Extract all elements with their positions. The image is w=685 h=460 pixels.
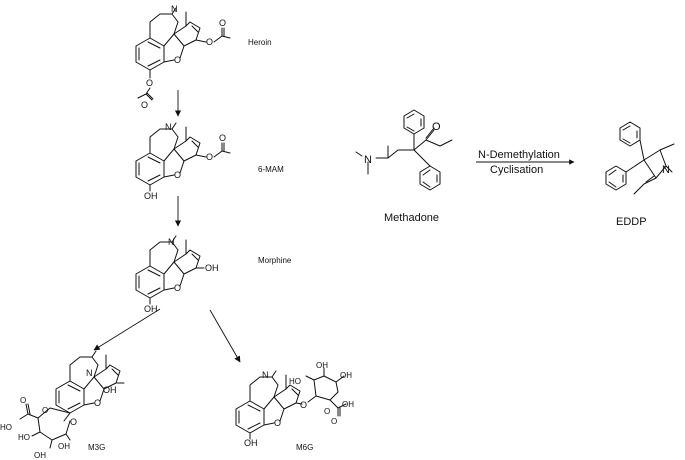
atom-oh: OH <box>58 442 70 451</box>
atom-o: O <box>146 78 153 88</box>
atom-o: O <box>174 55 181 65</box>
atom-n: N <box>168 237 175 247</box>
6mam-label: 6-MAM <box>258 165 284 174</box>
atom-o: O <box>324 407 330 416</box>
atom-o: O <box>174 170 181 180</box>
atom-n: N <box>262 370 269 380</box>
6mam-structure: N O O O OH 6-MAM <box>135 122 284 201</box>
atom-n: N <box>86 368 93 378</box>
atom-o: O <box>141 100 148 110</box>
atom-o: O <box>219 133 226 143</box>
atom-o: O <box>274 418 281 428</box>
atom-oh: OH <box>244 438 258 448</box>
reaction-line-2: Cyclisation <box>490 164 543 176</box>
atom-n: N <box>165 122 172 132</box>
atom-o: O <box>174 283 181 293</box>
atom-ho: HO <box>18 433 30 442</box>
m3g-label: M3G <box>88 443 105 452</box>
atom-oh: OH <box>342 400 354 409</box>
atom-ho: HO <box>289 377 301 386</box>
atom-o: O <box>20 396 26 405</box>
heroin-label: Heroin <box>248 38 272 47</box>
atom-n: N <box>364 154 372 166</box>
atom-ho: HO <box>0 423 12 432</box>
atom-oh: OH <box>205 263 219 273</box>
atom-o: O <box>331 417 337 426</box>
m6g-structure: N O OH O O OH HO OH OH O M6G <box>235 361 354 452</box>
atom-o: O <box>94 398 101 408</box>
methadone-label: Methadone <box>384 212 439 224</box>
atom-o: O <box>70 417 77 427</box>
atom-o: O <box>206 152 213 162</box>
arrow-morphine-to-m3g <box>93 308 161 351</box>
atom-o: O <box>42 406 48 415</box>
atom-o: O <box>206 37 213 47</box>
atom-oh: OH <box>34 451 46 460</box>
reaction-line-1: N-Demethylation <box>478 149 560 161</box>
eddp-label: EDDP <box>616 216 647 228</box>
atom-o: O <box>432 121 441 133</box>
morphine-label: Morphine <box>258 256 292 265</box>
eddp-structure: N EDDP <box>605 121 675 228</box>
atom-oh: OH <box>316 361 328 370</box>
atom-oh: OH <box>103 385 117 395</box>
arrow-morphine-to-m6g <box>209 309 241 363</box>
atom-o: O <box>219 18 226 28</box>
heroin-structure: N O O O O O Heroin <box>135 4 272 110</box>
morphine-structure: N O OH OH Morphine <box>135 235 292 314</box>
atom-o: O <box>300 400 307 410</box>
methadone-structure: N O Methadone <box>355 109 453 224</box>
m6g-label: M6G <box>296 443 313 452</box>
atom-oh: OH <box>144 191 158 201</box>
m3g-structure: N O OH O HO O O OH HO OH M3G <box>0 350 125 460</box>
atom-oh: OH <box>144 304 158 314</box>
atom-n: N <box>171 4 178 14</box>
atom-oh: OH <box>340 371 352 380</box>
atom-n: N <box>662 164 670 176</box>
